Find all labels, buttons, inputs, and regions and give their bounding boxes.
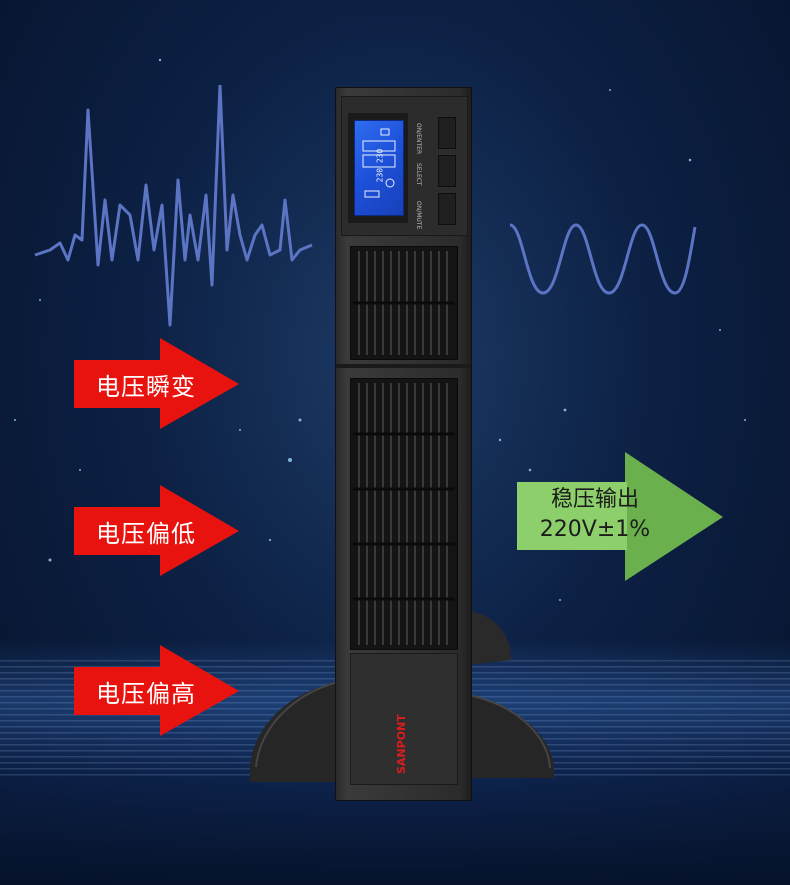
button-column <box>438 117 456 227</box>
control-panel: 230 230 ON/ENTER SELECT ON/MUTE <box>341 96 468 236</box>
lcd-value: 230 230 <box>375 148 385 183</box>
sine-waveform-icon <box>509 223 697 295</box>
lcd-readout-graphic <box>362 128 396 198</box>
lcd-screen: 230 230 <box>354 120 404 216</box>
select-label: SELECT <box>415 163 422 186</box>
right-stand <box>466 610 554 778</box>
surge-label: 电压瞬变 <box>96 372 196 401</box>
output-arrow <box>517 452 723 581</box>
left-stand <box>250 682 343 782</box>
ups-tower-unit: 230 230 ON/ENTER SELECT ON/MUTE <box>335 87 472 801</box>
upper-vent-grille <box>350 246 458 360</box>
select-button[interactable] <box>438 155 456 187</box>
lcd-bezel: 230 230 <box>348 113 408 223</box>
brand-logo: SANPONT <box>395 714 408 774</box>
surge-arrow <box>74 338 239 429</box>
distorted-waveform-icon <box>34 85 313 327</box>
output-label-line1: 稳压输出 <box>550 487 639 512</box>
output-label: 稳压输出 220V±1% <box>520 485 670 545</box>
high-voltage-label: 电压偏高 <box>96 679 196 708</box>
low-voltage-label: 电压偏低 <box>96 519 196 548</box>
output-label-line2: 220V±1% <box>539 517 651 542</box>
lower-vent-grille <box>350 378 458 650</box>
on-mute-label: ON/MUTE <box>415 201 422 230</box>
high-voltage-arrow <box>74 645 239 736</box>
low-voltage-arrow <box>74 485 239 576</box>
on-enter-button[interactable] <box>438 117 456 149</box>
brand-panel: SANPONT <box>350 653 458 785</box>
on-mute-button[interactable] <box>438 193 456 225</box>
panel-seam <box>336 364 471 368</box>
on-enter-label: ON/ENTER <box>415 123 422 155</box>
